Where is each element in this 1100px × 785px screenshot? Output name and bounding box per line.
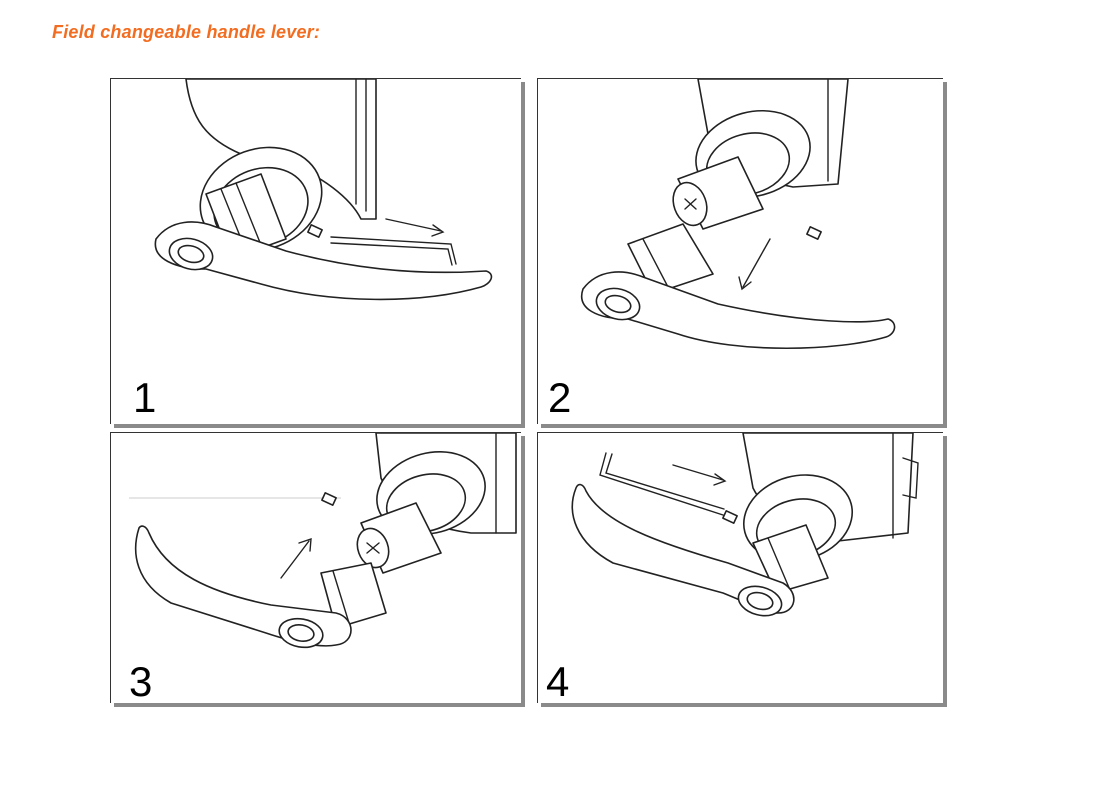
step-1-panel: 1 xyxy=(110,78,521,424)
step-3-illustration xyxy=(129,433,517,649)
step-1-illustration xyxy=(154,79,493,301)
step-number: 2 xyxy=(548,374,572,421)
step-3-panel: 3 xyxy=(110,432,521,703)
page-title: Field changeable handle lever: xyxy=(52,22,321,42)
step-number: 1 xyxy=(133,374,157,421)
step-number: 3 xyxy=(129,658,153,703)
step-4-panel: 4 xyxy=(537,432,943,703)
step-2-panel: 2 xyxy=(537,78,943,424)
step-2-illustration xyxy=(580,79,896,349)
step-4-illustration xyxy=(571,433,919,617)
step-number: 4 xyxy=(546,658,570,703)
